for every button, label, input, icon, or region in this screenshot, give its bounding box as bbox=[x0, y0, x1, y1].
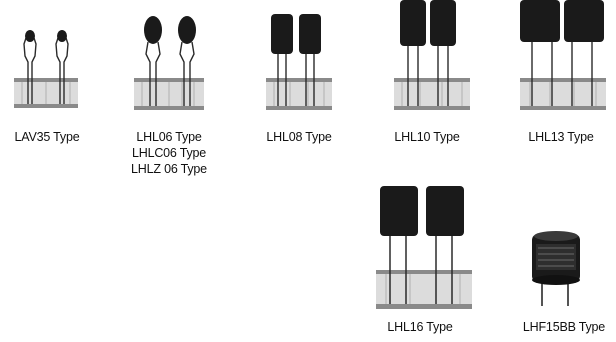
lhl16-label: LHL16 Type bbox=[387, 320, 453, 334]
lhl08-label: LHL08 Type bbox=[266, 130, 332, 144]
lhl06-label-line-1: LHL06 Type bbox=[136, 130, 202, 144]
lhl13-label: LHL13 Type bbox=[528, 130, 594, 144]
lhl16-inductor-image bbox=[376, 186, 472, 309]
lhl10-label: LHL10 Type bbox=[394, 130, 460, 144]
lhl10-inductor-image bbox=[394, 0, 470, 110]
lhf15bb-inductor-image bbox=[532, 231, 580, 306]
lhl08-inductor-image bbox=[266, 14, 332, 110]
lhl06-inductor-image bbox=[134, 16, 204, 110]
lhl06-label-line-3: LHLZ 06 Type bbox=[131, 162, 207, 176]
lav35-label: LAV35 Type bbox=[14, 130, 80, 144]
lav35-inductor-image bbox=[14, 30, 78, 108]
lhf15bb-label: LHF15BB Type bbox=[522, 320, 606, 334]
lhl06-label-line-2: LHLC06 Type bbox=[131, 146, 206, 160]
lhl13-inductor-image bbox=[520, 0, 606, 110]
